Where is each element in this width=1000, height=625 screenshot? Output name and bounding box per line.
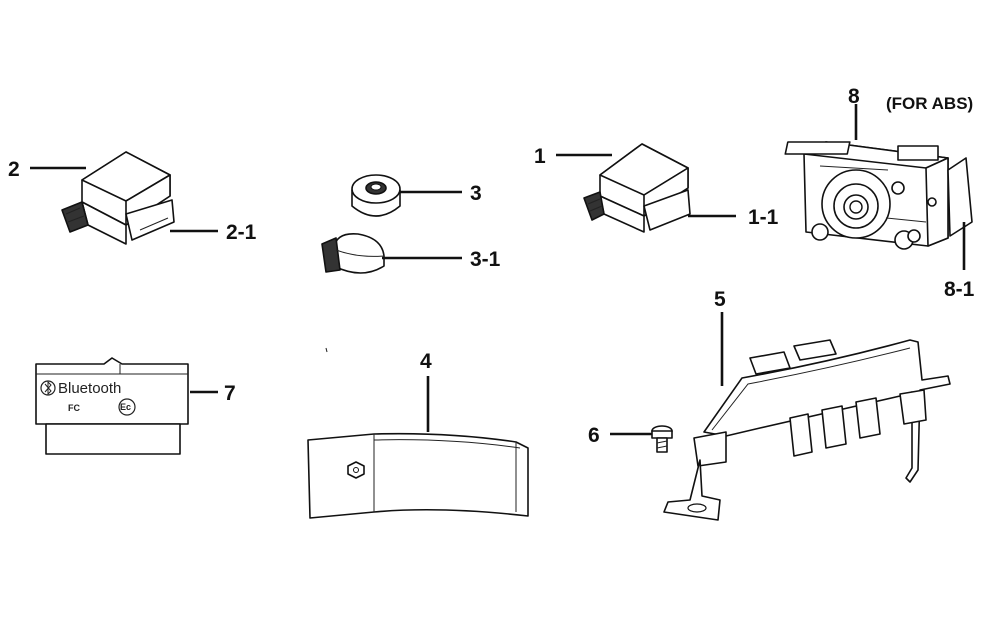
bracket-part-5 (663, 339, 951, 521)
bluetooth-module-part-7: Bluetooth FC Ec (35, 357, 189, 455)
fcc-mark: FC (68, 403, 80, 413)
callout-3: 3 (470, 182, 482, 205)
callout-2: 2 (8, 158, 20, 181)
callout-1-1: 1-1 (748, 206, 779, 229)
relay-part-1 (583, 143, 691, 233)
ce-mark-icon (118, 398, 136, 416)
callout-3-1: 3-1 (470, 248, 501, 271)
relay-part-2 (61, 151, 175, 245)
ce-mark-text: Ec (120, 402, 131, 412)
callout-6: 6 (588, 424, 600, 447)
cover-part-4 (307, 347, 529, 519)
callout-8-1: 8-1 (944, 278, 975, 301)
cap-part-3-1 (321, 232, 385, 274)
callout-1: 1 (534, 145, 546, 168)
callout-5: 5 (714, 288, 726, 311)
screw-part-6 (651, 425, 673, 453)
callout-4: 4 (420, 350, 432, 373)
abs-modulator-part-8 (784, 141, 973, 250)
callout-7: 7 (224, 382, 236, 405)
callout-8: 8 (848, 85, 860, 108)
module-brand-text: Bluetooth (58, 380, 121, 397)
abs-note: (FOR ABS) (886, 94, 973, 113)
grommet-part-3 (351, 174, 401, 217)
callout-2-1: 2-1 (226, 221, 257, 244)
